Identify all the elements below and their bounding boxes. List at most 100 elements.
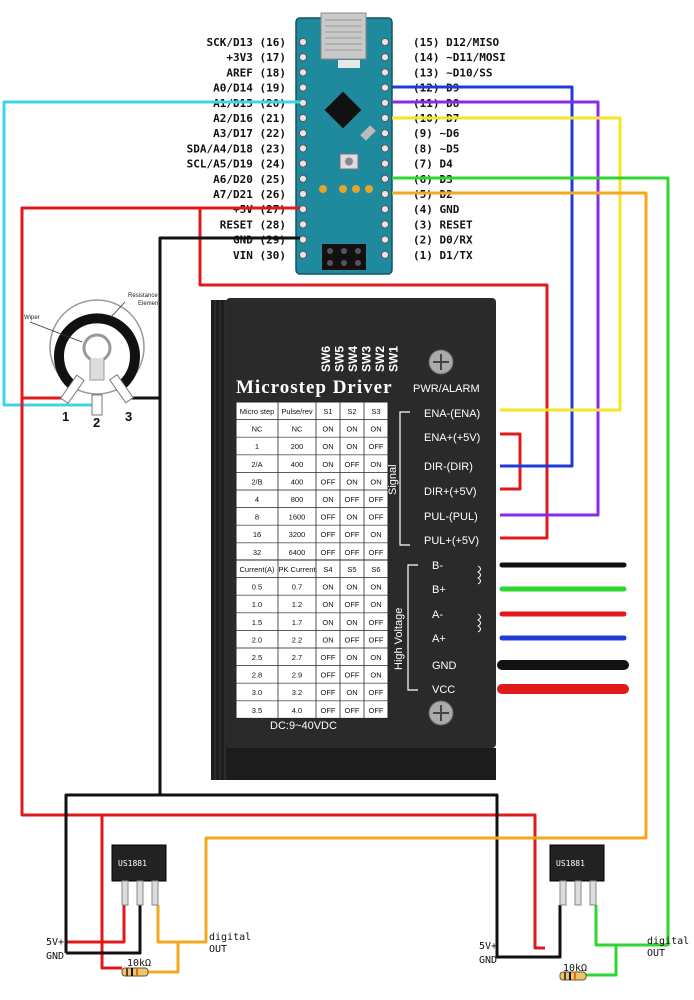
left-pin-label: GND (29) <box>233 234 286 247</box>
arduino-pin-right <box>380 159 390 168</box>
hv-bracket <box>407 564 418 691</box>
wire-green-sensor2-res <box>586 945 618 977</box>
right-pin-label: (14) ~D11/MOSI <box>413 51 506 64</box>
table-cell: 4.0 <box>292 706 302 715</box>
arduino-pin-right <box>380 113 390 123</box>
arduino-pin-left <box>298 250 308 259</box>
dc-voltage-label: DC:9~40VDC <box>270 720 337 732</box>
pot-pin-1 <box>59 374 85 405</box>
table-cell: ON <box>346 653 357 662</box>
signal-pin-label: DIR+(+5V) <box>424 486 477 498</box>
table-cell: OFF <box>369 688 384 697</box>
right-pin-label: (8) ~D5 <box>413 142 459 155</box>
table-cell: OFF <box>369 548 384 557</box>
table-cell: 2.2 <box>292 635 302 644</box>
table-cell: OFF <box>321 548 336 557</box>
sensor-1-resistor-icon <box>121 967 149 977</box>
hall-sensor-2: US1881 5V+ GND digital OUT 10kΩ <box>479 844 689 981</box>
left-pin-label: +3V3 (17) <box>226 51 286 64</box>
table-cell: NC <box>252 425 263 434</box>
right-pin-labels: (15) D12/MISO (14) ~D11/MOSI (13) ~D10/SS (… <box>413 36 506 262</box>
arduino-pin-right <box>380 144 390 153</box>
right-pin-label: (13) ~D10/SS <box>413 66 492 79</box>
pot-pin-3 <box>108 373 134 404</box>
wire-green-d3-sensor2 <box>392 176 670 947</box>
table-cell: 1 <box>255 442 259 451</box>
arduino-small-chip <box>338 60 360 68</box>
table-cell: OFF <box>345 548 360 557</box>
table-cell: ON <box>322 618 333 627</box>
table-cell: ON <box>370 477 381 486</box>
arduino-pin-right <box>380 53 390 62</box>
pot-pin-1-label: 1 <box>62 409 69 424</box>
table-cell: 2.0 <box>252 635 262 644</box>
pwr-alarm-label: PWR/ALARM <box>413 383 480 395</box>
table-header-cell: Micro step <box>240 407 275 416</box>
table-cell: 0.7 <box>292 583 302 592</box>
table-cell: OFF <box>321 477 336 486</box>
arduino-pin-right <box>380 129 390 138</box>
sensor-2-resistor-icon <box>559 971 587 981</box>
table-cell: ON <box>322 635 333 644</box>
hv-label: High Voltage <box>393 608 405 670</box>
arduino-pin-left <box>298 205 308 214</box>
right-pin-label: (15) D12/MISO <box>413 36 499 49</box>
wires <box>2 85 670 977</box>
signal-bracket <box>399 411 410 546</box>
sensor-2-resistor-label: 10kΩ <box>563 963 587 974</box>
table-cell: ON <box>322 583 333 592</box>
table-cell: 32 <box>253 548 261 557</box>
wire-yellow-d7-ena <box>392 116 622 412</box>
table-cell: 2.5 <box>252 653 262 662</box>
table-header-cell: Current(A) <box>239 565 275 574</box>
table-cell: ON <box>370 583 381 592</box>
signal-label: Signal <box>387 464 399 495</box>
pot-element-label-1: Resistance <box>128 293 158 299</box>
table-header-cell: PK Current <box>278 565 316 574</box>
signal-pin-label: PUL+(+5V) <box>424 535 479 547</box>
table-cell: OFF <box>345 495 360 504</box>
arduino-pin-left <box>298 174 308 183</box>
table-cell: ON <box>322 600 333 609</box>
table-cell: OFF <box>369 618 384 627</box>
signal-pin-label: ENA+(+5V) <box>424 432 480 444</box>
wire-purple-d8-pul <box>392 100 600 517</box>
table-cell: 1600 <box>289 513 306 522</box>
table-cell: ON <box>370 671 381 680</box>
table-cell: OFF <box>321 688 336 697</box>
arduino-pin-right <box>380 174 390 183</box>
left-pin-label: +5V (27) <box>233 203 286 216</box>
pot-wiper-label: Wiper <box>24 315 40 321</box>
table-cell: 6400 <box>289 548 306 557</box>
table-cell: NC <box>292 425 303 434</box>
pot-pin-2 <box>91 394 103 416</box>
left-pin-label: SCK/D13 (16) <box>207 36 286 49</box>
table-cell: OFF <box>321 706 336 715</box>
arduino-pin-left <box>298 129 308 138</box>
sensor-2-out-top: digital <box>647 936 689 947</box>
signal-pin-label: PUL-(PUL) <box>424 511 478 523</box>
status-leds <box>319 185 373 193</box>
arduino-pin-right <box>380 37 390 47</box>
right-pin-label: (7) D4 <box>413 158 453 171</box>
table-cell: OFF <box>345 671 360 680</box>
table-cell: 3.5 <box>252 706 262 715</box>
arduino-pin-left <box>298 159 308 168</box>
table-cell: 1.0 <box>252 600 262 609</box>
signal-pins: ENA-(ENA)ENA+(+5V)DIR-(DIR)DIR+(+5V)PUL-… <box>424 408 480 547</box>
right-pin-label: (9) ~D6 <box>413 127 460 140</box>
table-cell: OFF <box>345 706 360 715</box>
left-pin-label: A7/D21 (26) <box>213 188 286 201</box>
arduino-pin-left <box>298 144 308 153</box>
pot-resistance-element <box>54 313 140 389</box>
table-cell: OFF <box>369 495 384 504</box>
sensor-2-out-bottom: OUT <box>647 948 665 959</box>
sensor-1-vplus: 5V+ <box>46 937 64 948</box>
table-cell: 1.5 <box>252 618 262 627</box>
table-cell: OFF <box>345 530 360 539</box>
hv-pin-label: B+ <box>432 584 446 596</box>
table-cell: ON <box>322 460 333 469</box>
pot-pin-3-label: 3 <box>125 409 132 424</box>
arduino-pin-left <box>298 68 308 77</box>
